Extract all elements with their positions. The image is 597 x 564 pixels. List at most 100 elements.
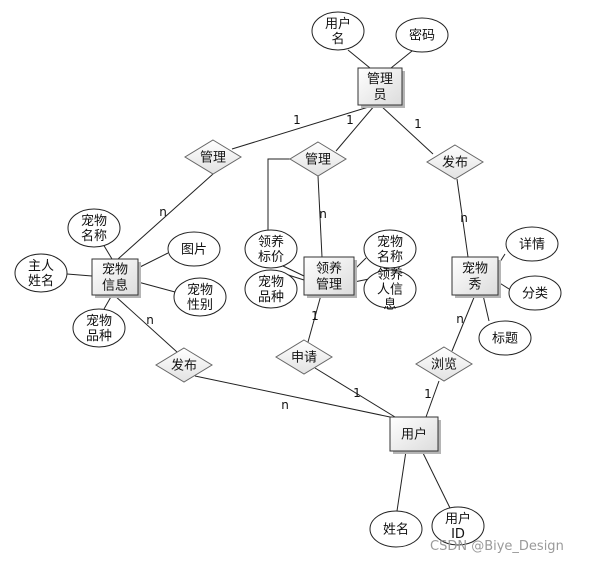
- attribute-label: 宠物: [377, 234, 403, 250]
- connector-line: [307, 294, 322, 343]
- entity-box: [91, 258, 139, 296]
- connector-line: [231, 104, 376, 150]
- attribute-label: 品种: [86, 329, 112, 344]
- attribute-ellipse: [478, 320, 532, 356]
- watermark: CSDN @Biye_Design: [430, 539, 564, 554]
- cardinality-label: 1: [346, 113, 354, 127]
- attribute-ellipse: [14, 253, 68, 293]
- attribute-label: 姓名: [383, 522, 409, 538]
- attribute-label: 详情: [519, 238, 545, 253]
- attr-title: 标题: [478, 320, 532, 356]
- attribute-label: 领养: [258, 234, 284, 250]
- attribute-label: 宠物: [86, 313, 112, 329]
- connector-line: [456, 178, 469, 258]
- cardinality-label: n: [460, 211, 468, 225]
- entity-user: 用户: [389, 416, 441, 454]
- attribute-ellipse: [431, 506, 485, 546]
- attribute-ellipse: [167, 231, 221, 267]
- attribute-label: 图片: [181, 243, 207, 258]
- entity-box: [389, 416, 439, 452]
- connector-line: [396, 450, 407, 512]
- cardinality-label: n: [146, 313, 154, 327]
- attribute-label: 宠物: [187, 282, 213, 298]
- connector-line: [421, 450, 451, 509]
- rel-apply: 申请: [275, 339, 333, 375]
- attribute-label: 领养: [377, 267, 403, 283]
- relationship-label: 浏览: [431, 357, 457, 373]
- rel-publish-1: 发布: [426, 144, 484, 180]
- attr-username: 用户名: [311, 11, 365, 51]
- attribute-ellipse: [505, 226, 559, 262]
- attribute-label: 品种: [258, 290, 284, 305]
- rel-manage-2: 管理: [289, 141, 347, 177]
- entity-box: [451, 256, 499, 296]
- connector-line: [113, 294, 178, 353]
- attribute-label: 分类: [522, 287, 548, 302]
- cardinality-label: 1: [424, 387, 432, 401]
- entity-box: [357, 67, 403, 106]
- connector-line: [117, 173, 214, 260]
- attribute-label: 宠物: [258, 274, 284, 290]
- cardinality-label: 1: [353, 386, 361, 400]
- attr-details: 详情: [505, 226, 559, 262]
- attr-category: 分类: [508, 275, 562, 311]
- relationship-label: 申请: [291, 351, 317, 366]
- attribute-label: 姓名: [28, 273, 54, 289]
- entity-box: [303, 256, 355, 296]
- relationship-diamond: [155, 347, 213, 383]
- connector-line: [335, 104, 376, 152]
- attribute-label: 息: [383, 297, 396, 313]
- attribute-label: 名称: [377, 249, 403, 265]
- connector-line: [347, 49, 371, 69]
- entity-label: 管理: [367, 72, 393, 87]
- relationship-diamond: [426, 144, 484, 180]
- attribute-ellipse: [311, 11, 365, 51]
- diagram-nodes: 用户名密码宠物名称图片主人姓名宠物性别宠物品种领养标价宠物品种宠物名称领养人信息…: [14, 11, 562, 548]
- attribute-label: 用户: [325, 16, 351, 32]
- rel-manage-1: 管理: [184, 139, 242, 175]
- connector-line: [314, 367, 396, 418]
- attribute-ellipse: [72, 308, 126, 348]
- cardinality-label: n: [281, 398, 289, 412]
- attribute-label: 性别: [187, 298, 213, 313]
- connector-line: [390, 50, 413, 69]
- entity-label: 员: [373, 88, 386, 103]
- attribute-ellipse: [363, 269, 417, 309]
- attribute-label: 名称: [81, 228, 107, 244]
- attribute-label: 标价: [258, 250, 284, 265]
- attribute-ellipse: [173, 277, 227, 317]
- attribute-ellipse: [244, 269, 298, 309]
- attribute-label: 名: [331, 31, 344, 47]
- attr-picture: 图片: [167, 231, 221, 267]
- attribute-label: ID: [451, 527, 465, 542]
- attribute-label: 密码: [409, 28, 435, 44]
- connector-line: [102, 243, 113, 260]
- entity-label: 领养: [316, 261, 342, 277]
- attribute-label: 用户: [445, 511, 471, 527]
- entity-label: 宠物: [462, 261, 488, 277]
- entity-label: 信息: [102, 278, 128, 294]
- connector-line: [267, 158, 299, 232]
- cardinality-label: n: [159, 205, 167, 219]
- connector-line: [194, 375, 391, 418]
- attribute-label: 宠物: [81, 213, 107, 229]
- relationship-diamond: [275, 339, 333, 375]
- attribute-ellipse: [363, 229, 417, 269]
- connector-line: [482, 294, 490, 322]
- connector-line: [66, 273, 93, 277]
- connector-line: [379, 104, 434, 155]
